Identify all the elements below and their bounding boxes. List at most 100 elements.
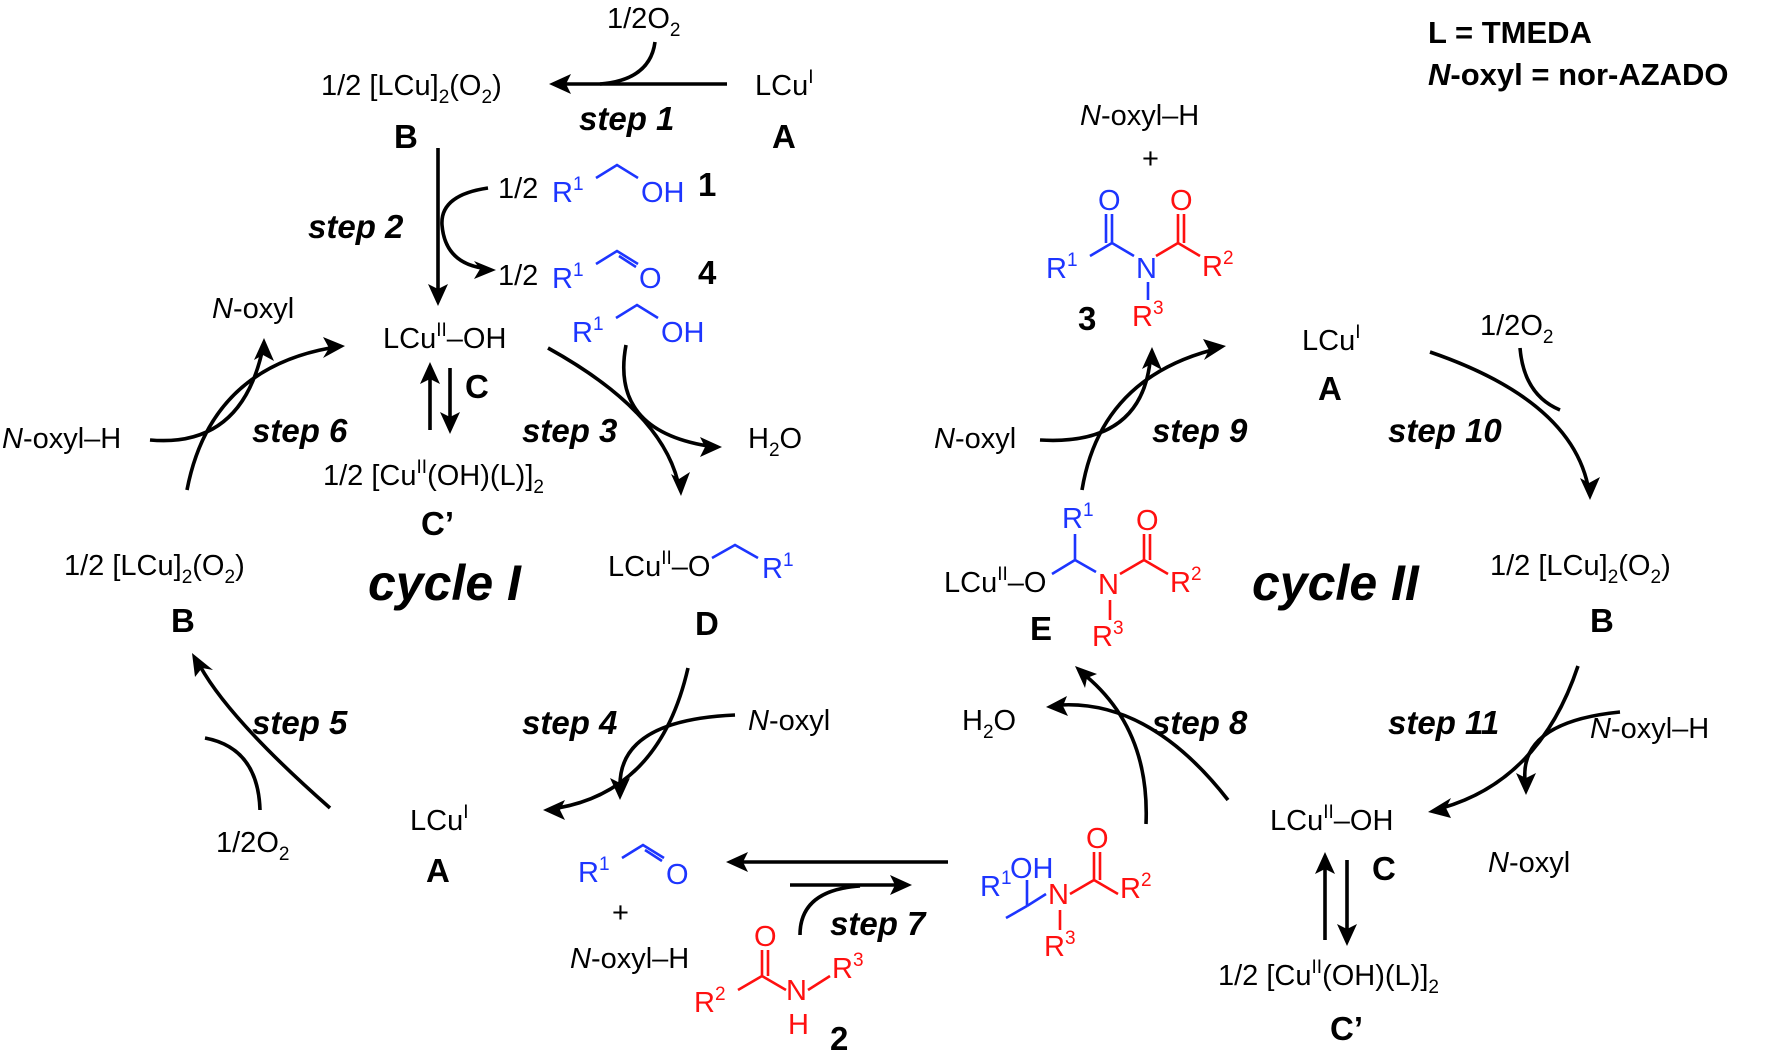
svg-text:O: O (1098, 185, 1121, 217)
svg-text:OH: OH (1010, 853, 1054, 885)
svg-text:LCuII–O: LCuII–O (608, 548, 710, 583)
svg-text:R2: R2 (694, 984, 726, 1019)
peroxo-dimer-right: 1/2 [LCu]2(O2) (1490, 550, 1671, 588)
step-2-arrowhead (428, 284, 448, 306)
svg-text:N: N (1098, 569, 1119, 601)
svg-text:R1: R1 (1062, 500, 1094, 535)
label-e: E (1030, 610, 1052, 647)
n-oxyl-step4-reactant: N-oxyl (748, 705, 830, 737)
step-7-label: step 7 (830, 905, 927, 942)
svg-text:H: H (788, 1009, 809, 1041)
step-8-label: step 8 (1152, 704, 1248, 741)
svg-text:R1: R1 (1046, 250, 1078, 285)
svg-text:R2: R2 (1202, 248, 1234, 283)
intermediate-e: LCuII–O R1 N O R2 R3 (944, 500, 1202, 653)
step-2-label: step 2 (308, 208, 404, 245)
svg-text:R1: R1 (762, 550, 794, 585)
label-b-right: B (1590, 602, 1614, 639)
label-d: D (695, 605, 719, 642)
step-4-label: step 4 (522, 704, 617, 741)
svg-text:R1: R1 (578, 854, 610, 889)
cu-i-species-bottom: LCuI (410, 802, 468, 837)
svg-text:O: O (1086, 823, 1109, 855)
step-2-curve (440, 186, 489, 270)
cycle-two-title: cycle II (1252, 555, 1420, 611)
svg-text:O: O (754, 921, 777, 953)
cu-i-species-top: LCuI (755, 67, 813, 102)
step-4-arrow (557, 667, 690, 810)
half-aldehyde-4: 1/2 (498, 260, 538, 292)
aldehyde-4: R1 O (552, 249, 662, 295)
label-c-prime-left: C’ (421, 505, 454, 542)
cu-ii-hydroxide-right: LCuII–OH (1270, 802, 1393, 837)
svg-text:R3: R3 (1132, 298, 1164, 333)
n-oxyl-step9-reactant: N-oxyl (934, 423, 1016, 455)
peroxo-dimer-left: 1/2 [LCu]2(O2) (64, 550, 245, 588)
svg-text:O: O (666, 859, 689, 891)
step-6-arrow (185, 346, 331, 491)
step-11-arrow (1441, 665, 1580, 810)
n-oxyl-h-middle: N-oxyl–H (570, 943, 689, 975)
n-oxyl-step11-product: N-oxyl (1488, 847, 1570, 879)
step-10-label: step 10 (1388, 412, 1502, 449)
n-oxyl-h-step11-reactant: N-oxyl–H (1590, 713, 1709, 745)
label-a-top: A (772, 118, 796, 155)
amide-2: R2 O N H R3 (694, 921, 864, 1041)
compound-4-number: 4 (698, 254, 717, 291)
step-10-arrow (1429, 350, 1590, 487)
peroxo-dimer-top: 1/2 [LCu]2(O2) (321, 70, 502, 108)
svg-text:O: O (1136, 505, 1159, 537)
label-c-right: C (1372, 850, 1396, 887)
svg-text:N: N (786, 975, 807, 1007)
alcohol-1: R1 OH (552, 163, 685, 209)
cu-ii-hydroxide-top: LCuII–OH (383, 320, 506, 355)
aldehyde-middle: R1 O (578, 843, 689, 891)
step-9-label: step 9 (1152, 412, 1248, 449)
n-oxyl-h-top: N-oxyl–H (1080, 100, 1199, 132)
step-2-curve-head (474, 261, 496, 279)
plus-middle: + (612, 897, 629, 929)
step-6-label: step 6 (252, 412, 348, 449)
compound-3-number: 3 (1078, 300, 1096, 337)
alcohol-step3: R1 OH (572, 303, 705, 349)
compound-2-number: 2 (830, 1020, 848, 1057)
svg-text:R3: R3 (832, 950, 864, 985)
step-5-arrow (198, 665, 332, 810)
legend-n-oxyl: N-oxyl = nor-AZADO (1428, 57, 1729, 92)
svg-text:R1: R1 (572, 314, 604, 349)
label-a-right: A (1318, 370, 1342, 407)
cycle-one-title: cycle I (368, 555, 522, 611)
legend-ligand: L = TMEDA (1428, 15, 1592, 50)
n-oxyl-step6-product: N-oxyl (212, 293, 294, 325)
cu-i-species-right: LCuI (1302, 322, 1360, 357)
label-c-prime-right: C’ (1330, 1010, 1363, 1047)
step-4-curve (618, 713, 736, 786)
svg-text:R2: R2 (1120, 870, 1152, 905)
step-5-label: step 5 (252, 704, 348, 741)
svg-text:OH: OH (641, 177, 685, 209)
water-step3: H2O (748, 423, 802, 461)
half-alcohol-1: 1/2 (498, 173, 538, 205)
svg-text:OH: OH (661, 317, 705, 349)
svg-text:N: N (1048, 879, 1069, 911)
hemiaminal-intermediate: OH R1 N O R2 R3 (980, 823, 1152, 963)
compound-1-number: 1 (698, 166, 716, 203)
step-1-arrowhead (549, 74, 571, 94)
label-b-left: B (171, 602, 195, 639)
svg-text:R1: R1 (980, 868, 1012, 903)
oxygen-step10: 1/2O2 (1480, 310, 1553, 348)
step-5-curve (204, 736, 262, 811)
step-3-label: step 3 (522, 412, 617, 449)
label-c-left: C (465, 368, 489, 405)
water-step8: H2O (962, 705, 1016, 743)
step-7-curve (798, 884, 861, 936)
cu-dimer-hydroxide-left: 1/2 [CuII(OH)(L)]2 (323, 457, 544, 498)
n-oxyl-h-step6-reactant: N-oxyl–H (2, 423, 121, 455)
step-3-curve (621, 344, 709, 448)
imide-3: R1 O N O R2 R3 (1046, 185, 1234, 333)
step-8-arrow (1084, 674, 1149, 825)
svg-text:O: O (1170, 185, 1193, 217)
step-11-curve (1523, 710, 1621, 781)
label-b-top: B (394, 118, 418, 155)
